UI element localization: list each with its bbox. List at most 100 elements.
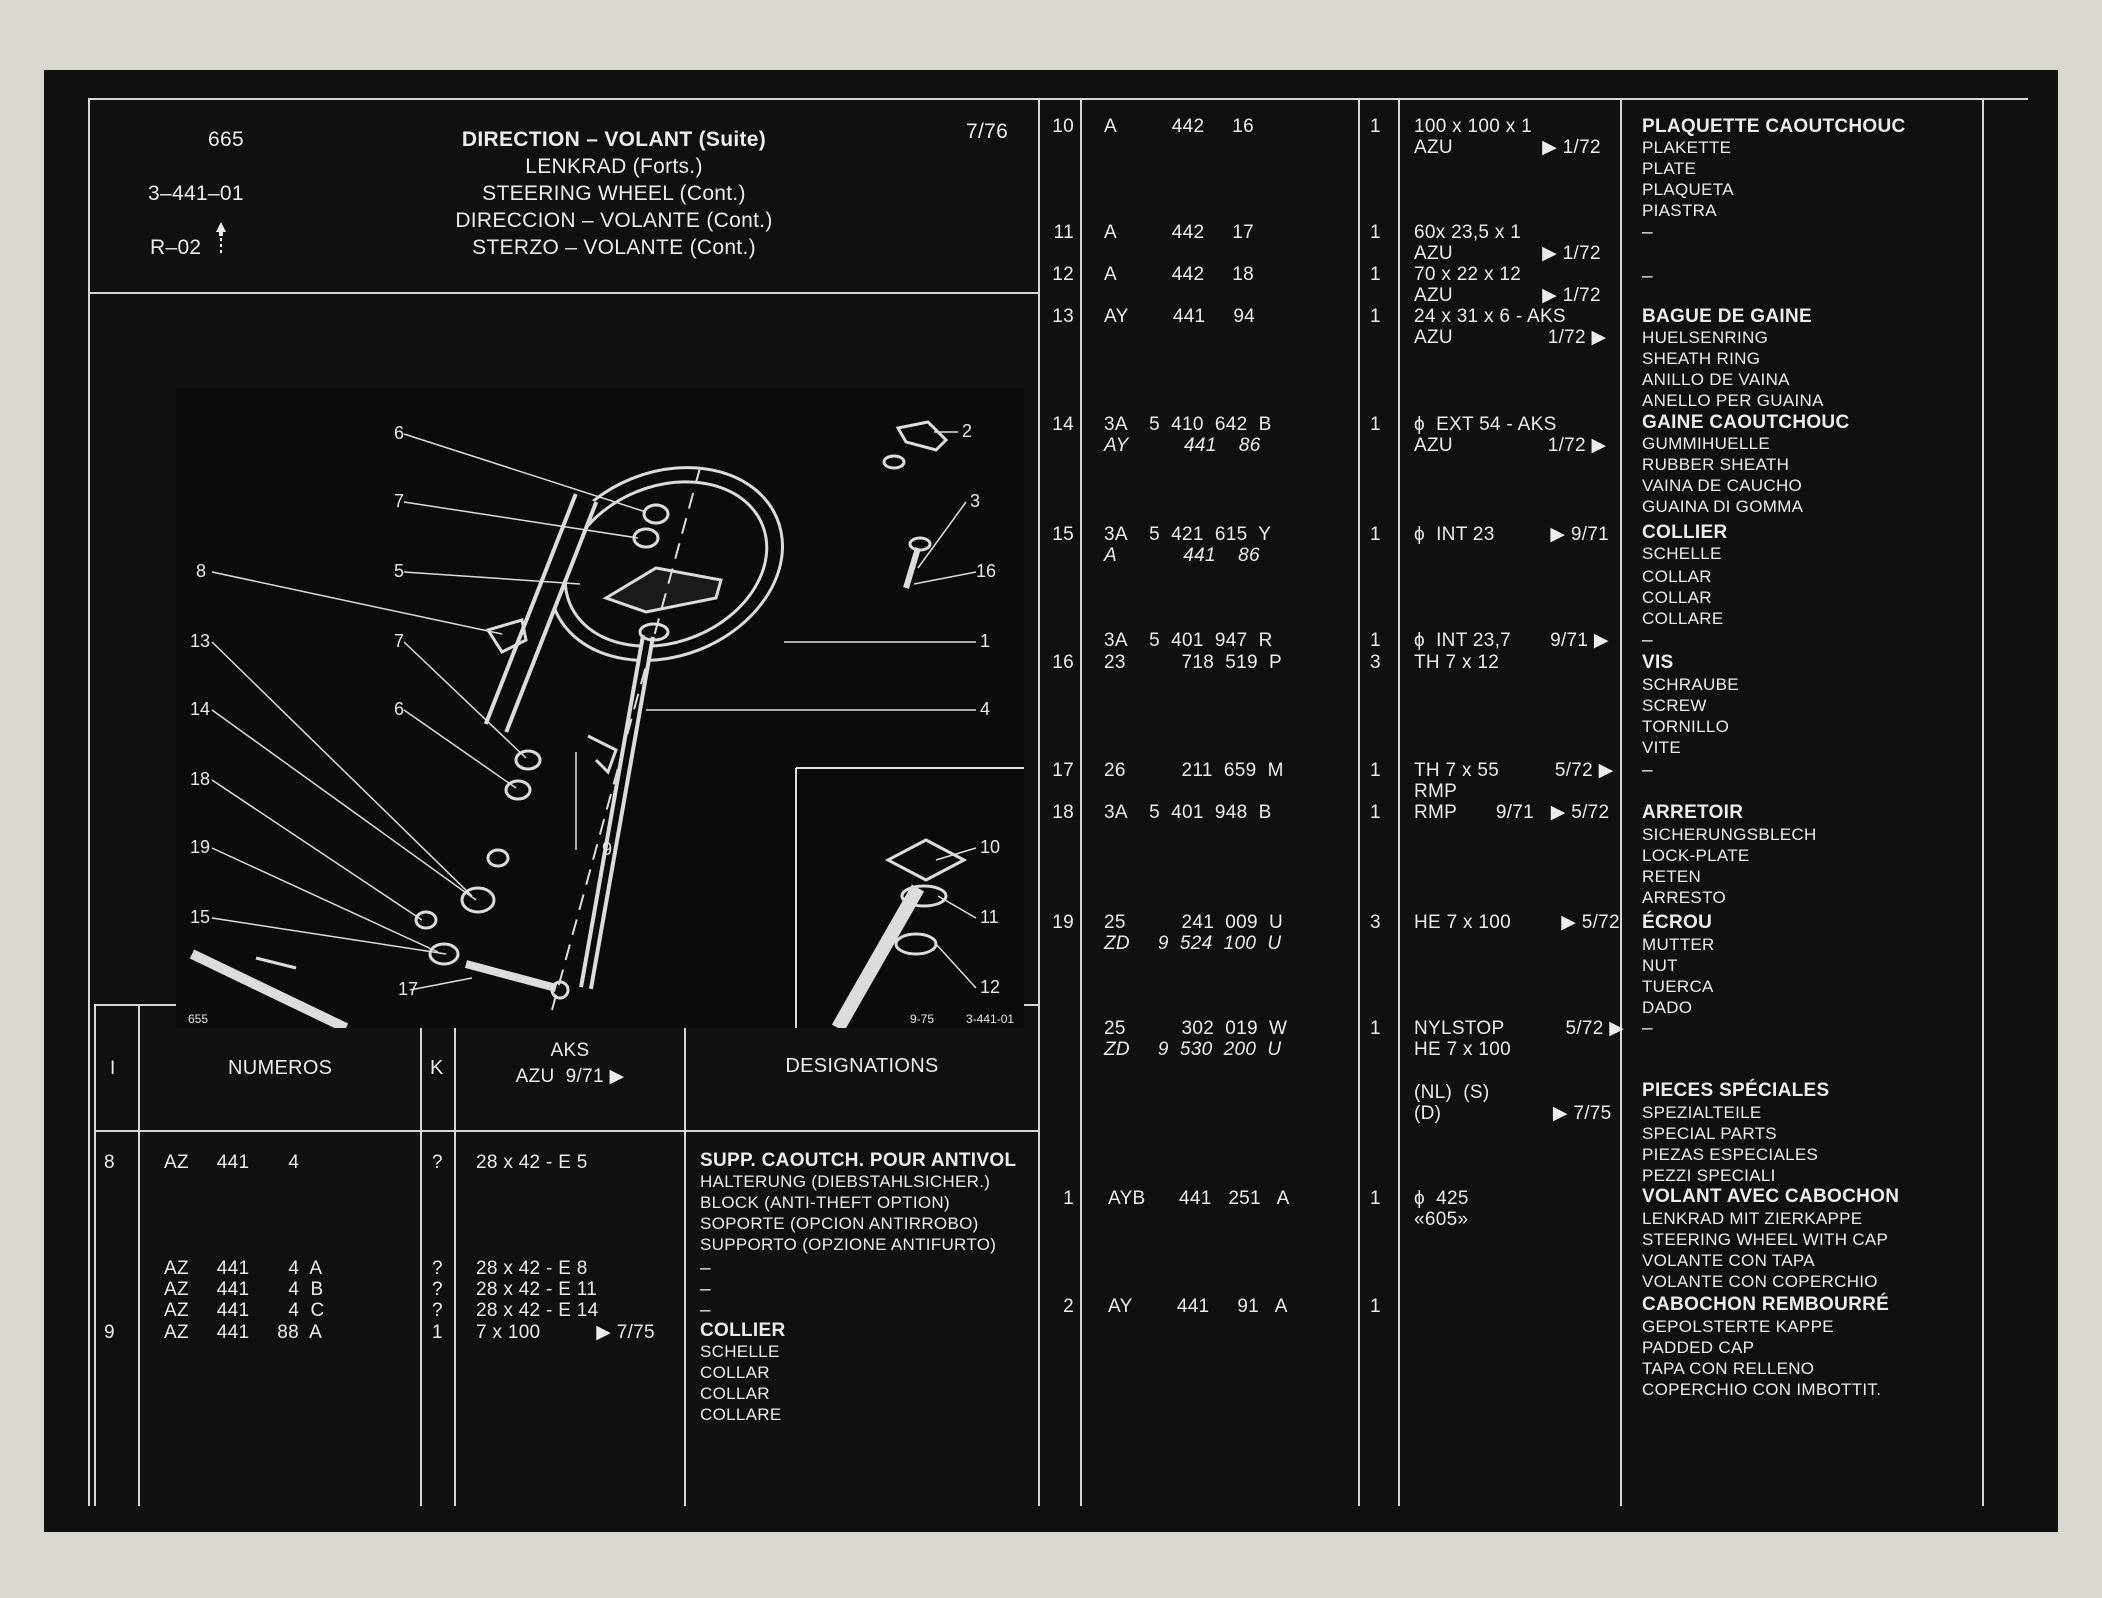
quantity: ? bbox=[432, 1300, 443, 1321]
designation-it: PIASTRA bbox=[1642, 201, 1717, 220]
part-number: 25 241 009 U bbox=[1104, 912, 1284, 933]
designation-it: COLLARE bbox=[1642, 609, 1724, 628]
aks-spec: 7 x 100 ▶ 7/75 bbox=[476, 1322, 655, 1343]
callout-4: 4 bbox=[980, 699, 991, 719]
designation-it: COPERCHIO CON IMBOTTIT. bbox=[1642, 1380, 1882, 1399]
aks-spec: AZU 1/72 ▶ bbox=[1414, 435, 1607, 456]
callout-13: 13 bbox=[190, 631, 211, 651]
designation-de: SPEZIALTEILE bbox=[1642, 1103, 1762, 1122]
quantity: ? bbox=[432, 1279, 443, 1300]
col-header-numeros: NUMEROS bbox=[228, 1057, 333, 1079]
callout-19: 19 bbox=[190, 837, 211, 857]
reference-number: 3–441–01 bbox=[148, 182, 244, 205]
part-number: 3A 5 401 947 R bbox=[1104, 630, 1273, 651]
title-line-4: DIRECCION – VOLANTE (Cont.) bbox=[455, 209, 773, 232]
quantity: ? bbox=[432, 1258, 443, 1279]
col-header-i: I bbox=[110, 1058, 116, 1079]
designation-it: ARRESTO bbox=[1642, 888, 1726, 907]
aks-spec: TH 7 x 12 bbox=[1414, 652, 1500, 673]
callout-18: 18 bbox=[190, 769, 211, 789]
designation-dash: – bbox=[1642, 1018, 1653, 1039]
quantity: 1 bbox=[1370, 524, 1381, 545]
designation-fr: CABOCHON REMBOURRÉ bbox=[1642, 1294, 1890, 1315]
table-head-bottom bbox=[94, 1130, 1040, 1132]
parts-fiche: 665 3–441–01 R–02 7/76 DIRECTION – VOLAN… bbox=[44, 70, 2058, 1532]
title-line-3: STEERING WHEEL (Cont.) bbox=[482, 182, 746, 205]
aks-spec: HE 7 x 100 ▶ 5/72 bbox=[1414, 912, 1620, 933]
callout-1: 1 bbox=[980, 631, 991, 651]
designation-es: TUERCA bbox=[1642, 977, 1714, 996]
item-number: 19 bbox=[1052, 912, 1074, 933]
designation-fr: VIS bbox=[1642, 652, 1674, 673]
designation-dash: – bbox=[1642, 222, 1653, 243]
frame-left-section-right bbox=[1038, 98, 1040, 1506]
aks-spec: AZU ▶ 1/72 bbox=[1414, 285, 1601, 306]
designation-de: SCHELLE bbox=[700, 1342, 780, 1361]
item-number: 18 bbox=[1052, 802, 1074, 823]
designation-fr: ÉCROU bbox=[1642, 912, 1713, 933]
designation-en: COLLAR bbox=[1642, 567, 1712, 586]
callout-11: 11 bbox=[980, 907, 999, 927]
part-number: AYB 441 251 A bbox=[1108, 1188, 1290, 1209]
quantity: 1 bbox=[1370, 264, 1381, 285]
designation-es: PLAQUETA bbox=[1642, 180, 1734, 199]
aks-spec: HE 7 x 100 bbox=[1414, 1039, 1511, 1060]
callout-17: 17 bbox=[398, 979, 419, 999]
aks-spec: 28 x 42 - E 14 bbox=[476, 1300, 599, 1321]
aks-spec: ϕ INT 23,7 9/71 ▶ bbox=[1414, 630, 1609, 651]
designation-de: HALTERUNG (DIEBSTAHLSICHER.) bbox=[700, 1172, 991, 1191]
title-line-1: DIRECTION – VOLANT (Suite) bbox=[461, 128, 767, 151]
designation-en: SCREW bbox=[1642, 696, 1707, 715]
designation-fr: – bbox=[700, 1279, 711, 1300]
designation-es: SOPORTE (OPCION ANTIRROBO) bbox=[700, 1214, 979, 1233]
designation-fr: – bbox=[700, 1258, 711, 1279]
item-number: 15 bbox=[1052, 524, 1074, 545]
part-number: AZ 441 88 A bbox=[164, 1322, 323, 1343]
quantity: 1 bbox=[1370, 630, 1381, 651]
part-number-alt: ZD 9 524 100 U bbox=[1104, 933, 1282, 954]
quantity: 1 bbox=[1370, 116, 1381, 137]
callout-12: 12 bbox=[980, 977, 1001, 997]
designation-fr: PLAQUETTE CAOUTCHOUC bbox=[1642, 116, 1906, 137]
designation-it: DADO bbox=[1642, 998, 1693, 1017]
item-number: 13 bbox=[1052, 306, 1074, 327]
callout-16: 16 bbox=[976, 561, 997, 581]
item-number: 16 bbox=[1052, 652, 1074, 673]
left-col-num bbox=[138, 1004, 140, 1506]
aks-spec: 28 x 42 - E 8 bbox=[476, 1258, 588, 1279]
aks-spec: (NL) (S) bbox=[1414, 1082, 1490, 1103]
designation-es: VOLANTE CON TAPA bbox=[1642, 1251, 1815, 1270]
part-number: AY 441 91 A bbox=[1108, 1296, 1288, 1317]
callout-9: 9 bbox=[602, 839, 613, 859]
designation-fr: COLLIER bbox=[1642, 522, 1728, 543]
designation-de: LENKRAD MIT ZIERKAPPE bbox=[1642, 1209, 1863, 1228]
part-number: AZ 441 4 bbox=[164, 1152, 300, 1173]
part-number: 26 211 659 M bbox=[1104, 760, 1284, 781]
aks-spec: «605» bbox=[1414, 1209, 1469, 1230]
designation-es: PIEZAS ESPECIALES bbox=[1642, 1145, 1819, 1164]
part-number-alt: ZD 9 530 200 U bbox=[1104, 1039, 1282, 1060]
designation-es: TAPA CON RELLENO bbox=[1642, 1359, 1815, 1378]
designation-fr: VOLANT AVEC CABOCHON bbox=[1642, 1186, 1900, 1207]
designation-en: BLOCK (ANTI-THEFT OPTION) bbox=[700, 1193, 950, 1212]
aks-spec: 70 x 22 x 12 bbox=[1414, 264, 1522, 285]
designation-it: COLLARE bbox=[700, 1405, 782, 1424]
callout-6: 6 bbox=[394, 423, 405, 443]
designation-de: MUTTER bbox=[1642, 935, 1715, 954]
callout-14: 14 bbox=[190, 699, 211, 719]
aks-spec: RMP 9/71 ▶ 5/72 bbox=[1414, 802, 1610, 823]
designation-it: VOLANTE CON COPERCHIO bbox=[1642, 1272, 1878, 1291]
designation-fr: GAINE CAOUTCHOUC bbox=[1642, 412, 1850, 433]
col-header-aks: AKS bbox=[550, 1040, 590, 1061]
right-col-i bbox=[1080, 98, 1082, 1506]
item-number: 17 bbox=[1052, 760, 1074, 781]
part-number: AZ 441 4 B bbox=[164, 1279, 324, 1300]
aks-spec: AZU ▶ 1/72 bbox=[1414, 243, 1601, 264]
callout-2: 2 bbox=[962, 421, 973, 441]
callout-3: 3 bbox=[970, 491, 981, 511]
item-number: 11 bbox=[1053, 222, 1074, 243]
title-line-2: LENKRAD (Forts.) bbox=[525, 155, 703, 178]
item-number: 8 bbox=[104, 1152, 115, 1173]
frame-left bbox=[88, 98, 90, 1506]
left-col-k bbox=[420, 1004, 422, 1506]
